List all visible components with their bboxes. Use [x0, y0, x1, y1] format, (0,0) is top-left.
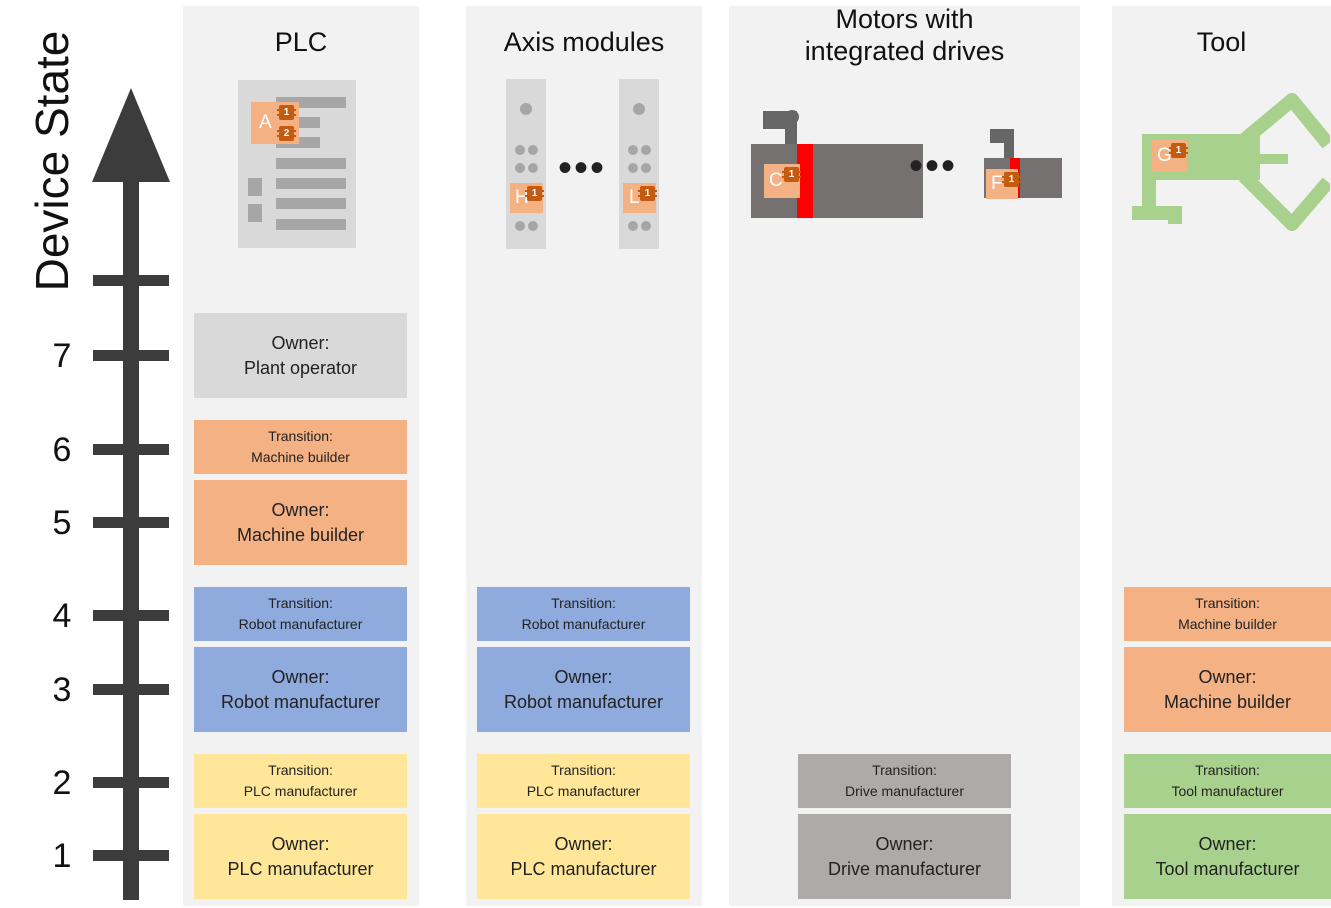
tick-label-6: 6 [52, 431, 72, 469]
module-a-label: A [259, 112, 272, 133]
tick-label-3: 3 [52, 671, 72, 709]
tick-1 [93, 850, 169, 861]
tick-label-2: 2 [52, 764, 72, 802]
plc-transition-machine-builder: Transition: Machine builder [194, 420, 407, 474]
tool-owner-machine-builder: Owner: Machine builder [1124, 647, 1331, 732]
device-state-arrow [92, 88, 170, 900]
ellipsis-icon: ••• [909, 144, 958, 188]
tick-6 [93, 444, 169, 455]
tick-label-4: 4 [52, 597, 72, 635]
axis-transition-robot-manufacturer: Transition: Robot manufacturer [477, 587, 690, 641]
column-title-tool: Tool [1196, 27, 1247, 57]
column-axis-modules: Axis modules H 1 ••• L 1 Transition: Rob… [466, 6, 702, 906]
ellipsis-icon: ••• [558, 146, 607, 190]
axis-owner-plc-manufacturer: Owner: PLC manufacturer [477, 814, 690, 899]
plc-owner-robot-manufacturer: Owner: Robot manufacturer [194, 647, 407, 732]
chip-icon: 1 [638, 186, 657, 201]
arrow-head [92, 88, 170, 182]
tick-4 [93, 610, 169, 621]
plc-transition-plc-manufacturer: Transition: PLC manufacturer [194, 754, 407, 808]
tick-5 [93, 517, 169, 528]
column-tool: Tool G 1 Transition: Machine builder Own… [1112, 6, 1331, 906]
tick-3 [93, 684, 169, 695]
plc-owner-machine-builder: Owner: Machine builder [194, 480, 407, 565]
motors-transition-drive-manufacturer: Transition: Drive manufacturer [798, 754, 1011, 808]
plc-owner-plc-manufacturer: Owner: PLC manufacturer [194, 814, 407, 899]
chip-icon: 1 [1169, 143, 1188, 158]
column-title-axis-modules: Axis modules [503, 27, 665, 57]
tick-label-7: 7 [52, 337, 72, 375]
tick-7 [93, 350, 169, 361]
chip-icon: 1 [277, 105, 296, 120]
tick-label-5: 5 [52, 504, 72, 542]
module-h: H 1 [510, 183, 544, 213]
tool-owner-tool-manufacturer: Owner: Tool manufacturer [1124, 814, 1331, 899]
axis-owner-robot-manufacturer: Owner: Robot manufacturer [477, 647, 690, 732]
motors-owner-drive-manufacturer: Owner: Drive manufacturer [798, 814, 1011, 899]
column-plc: PLC A 1 2 Owner: Plant operator Transiti… [183, 6, 419, 906]
chip-icon: 1 [1002, 172, 1021, 187]
chip-icon: 2 [277, 126, 296, 141]
module-c: C 1 [764, 164, 801, 198]
tick-2 [93, 777, 169, 788]
module-g: G 1 [1152, 140, 1188, 172]
chip-icon: 1 [782, 167, 801, 182]
module-l: L 1 [623, 183, 657, 213]
axis-module-icon [619, 79, 659, 249]
axis-transition-plc-manufacturer: Transition: PLC manufacturer [477, 754, 690, 808]
plc-owner-plant-operator: Owner: Plant operator [194, 313, 407, 398]
column-title-motors: Motors with integrated drives [804, 4, 1005, 66]
tick-top [93, 275, 169, 286]
chip-icon: 1 [525, 186, 544, 201]
axis-module-icon [506, 79, 546, 249]
tool-transition-machine-builder: Transition: Machine builder [1124, 587, 1331, 641]
tick-label-1: 1 [52, 837, 72, 875]
tool-transition-tool-manufacturer: Transition: Tool manufacturer [1124, 754, 1331, 808]
plc-transition-robot-manufacturer: Transition: Robot manufacturer [194, 587, 407, 641]
column-motors: Motors with integrated drives C 1 ••• F … [729, 4, 1080, 906]
module-a: A 1 2 [251, 102, 299, 144]
module-f: F 1 [986, 169, 1021, 199]
column-title-plc: PLC [274, 27, 328, 57]
